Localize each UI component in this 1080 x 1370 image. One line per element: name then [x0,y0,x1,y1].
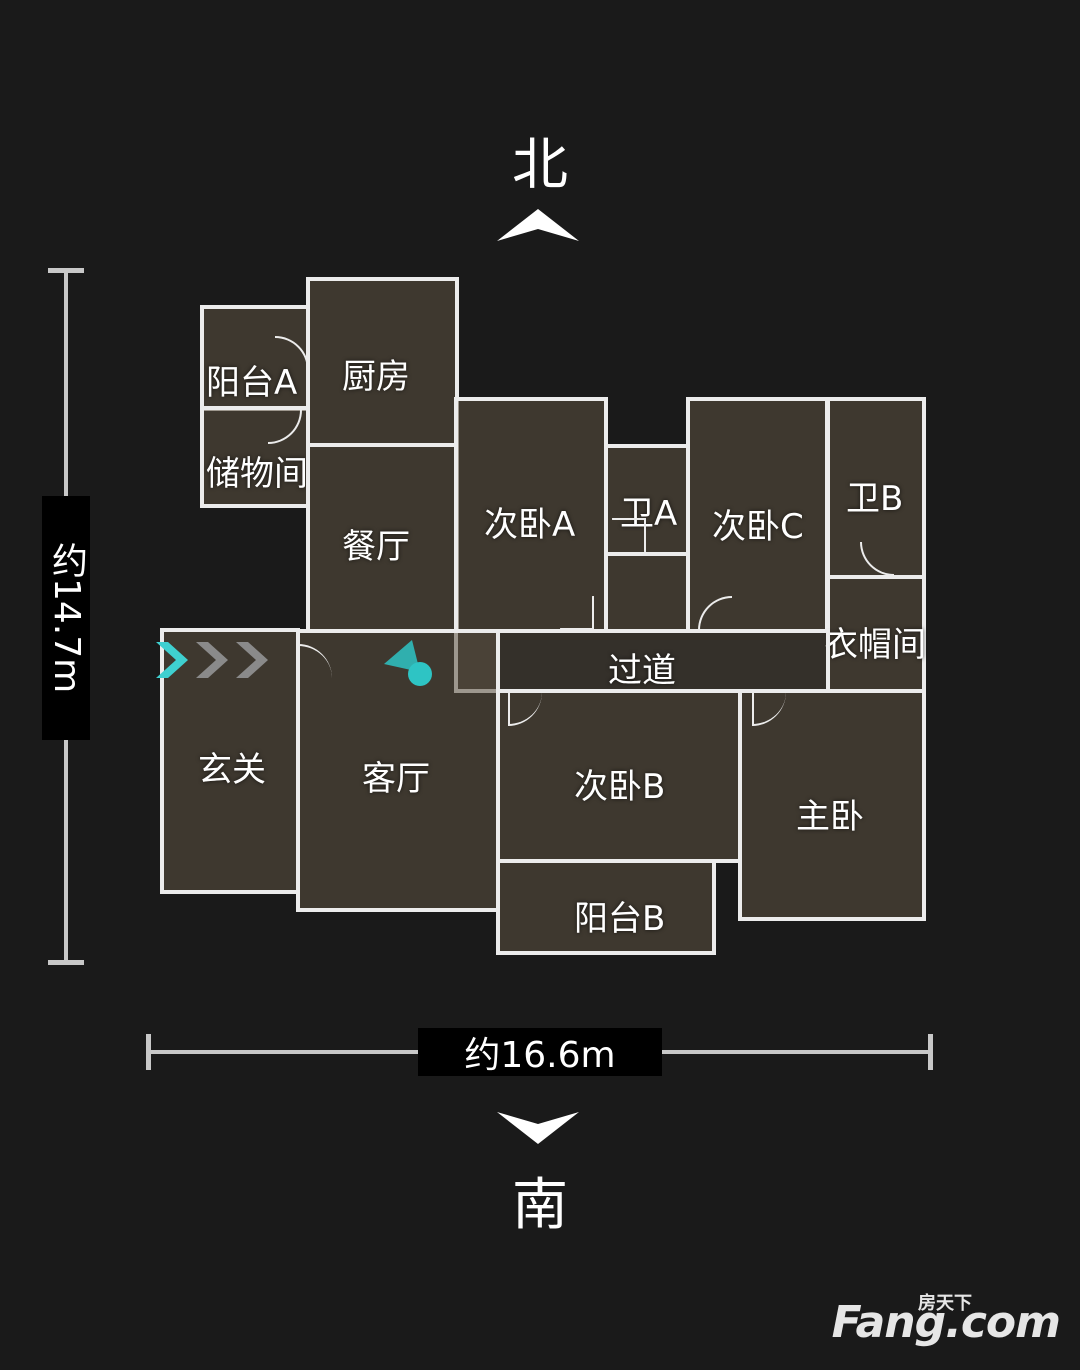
room-label: 卫B [846,479,904,519]
horizontal-dimension-cap-left [146,1034,151,1070]
horizontal-dimension-label: 约16.6m [418,1028,662,1076]
watermark-brand-en: Fang.com [831,1297,1061,1348]
room-master[interactable]: 主卧 [738,689,926,921]
vertical-dimension-cap-bottom [48,960,84,965]
room-label: 厨房 [342,357,410,397]
room-label: 储物间 [206,454,308,494]
south-arrow-icon [497,1112,579,1144]
room-bath-a[interactable]: 卫A [604,444,690,556]
room-label: 次卧A [484,505,576,545]
current-position-icon [384,640,432,686]
room-label: 次卧C [712,507,804,547]
fang-watermark: 房天下 Fang.com [831,1293,1061,1348]
north-arrow-icon [497,209,579,241]
room-label: 阳台B [574,899,666,939]
room-kitchen[interactable]: 厨房 [306,277,459,447]
room-hall-small [604,552,690,633]
room-label: 主卧 [796,797,864,837]
vertical-dimension-text: 约14.7m [46,542,87,694]
watermark-brand-cn: 房天下 [918,1293,972,1314]
room-bedroom-b[interactable]: 次卧B [496,689,742,863]
door-swing-icon [612,518,646,552]
room-dining[interactable]: 餐厅 [306,443,459,633]
room-corridor[interactable]: 过道 [454,629,830,693]
entrance-arrow-icon [156,642,268,678]
vertical-dimension-label: 约14.7m [42,496,90,740]
room-cloakroom[interactable]: 衣帽间 [824,575,926,693]
room-label: 过道 [608,651,676,691]
room-bedroom-c[interactable]: 次卧C [686,397,829,633]
room-balcony-b[interactable]: 阳台B [496,859,716,955]
room-label: 衣帽间 [824,625,926,665]
vertical-dimension-cap-top [48,268,84,273]
room-label: 玄关 [198,750,266,790]
horizontal-dimension-cap-right [928,1034,933,1070]
south-label: 南 [512,1173,568,1238]
room-label: 餐厅 [342,527,410,567]
north-label: 北 [512,133,568,198]
room-label: 次卧B [574,767,666,807]
room-entrance[interactable]: 玄关 [160,628,300,894]
room-label: 客厅 [362,759,430,799]
